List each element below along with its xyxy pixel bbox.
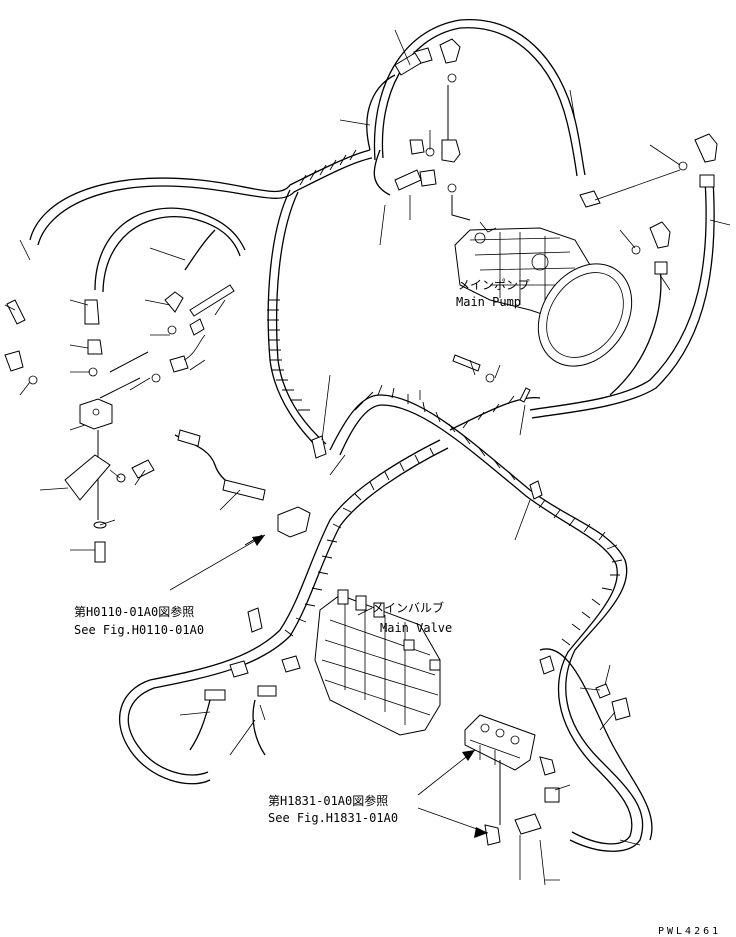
reference-h1831-jp: 第H1831-01A0図参照 (268, 793, 388, 808)
reference-h0110-jp: 第H0110-01A0図参照 (74, 604, 194, 619)
reference-h1831-en: See Fig.H1831-01A0 (268, 811, 398, 825)
text-labels: メインポンプ Main Pump メインバルブ Main Valve 第H011… (74, 278, 721, 937)
main-valve (314, 589, 441, 736)
main-valve-label-jp: メインバルブ (372, 600, 444, 615)
reference-h0110-en: See Fig.H0110-01A0 (74, 623, 204, 637)
main-pump (454, 221, 633, 367)
leader-lines (4, 29, 731, 886)
spiral-wraps (267, 149, 623, 646)
main-valve-label-en: Main Valve (380, 621, 452, 635)
main-pump-label-en: Main Pump (456, 295, 521, 309)
solenoid-block (464, 714, 556, 846)
main-pump-label-jp: メインポンプ (458, 278, 530, 292)
hoses (29, 19, 715, 852)
drawing-code: PWL4261 (658, 926, 721, 937)
